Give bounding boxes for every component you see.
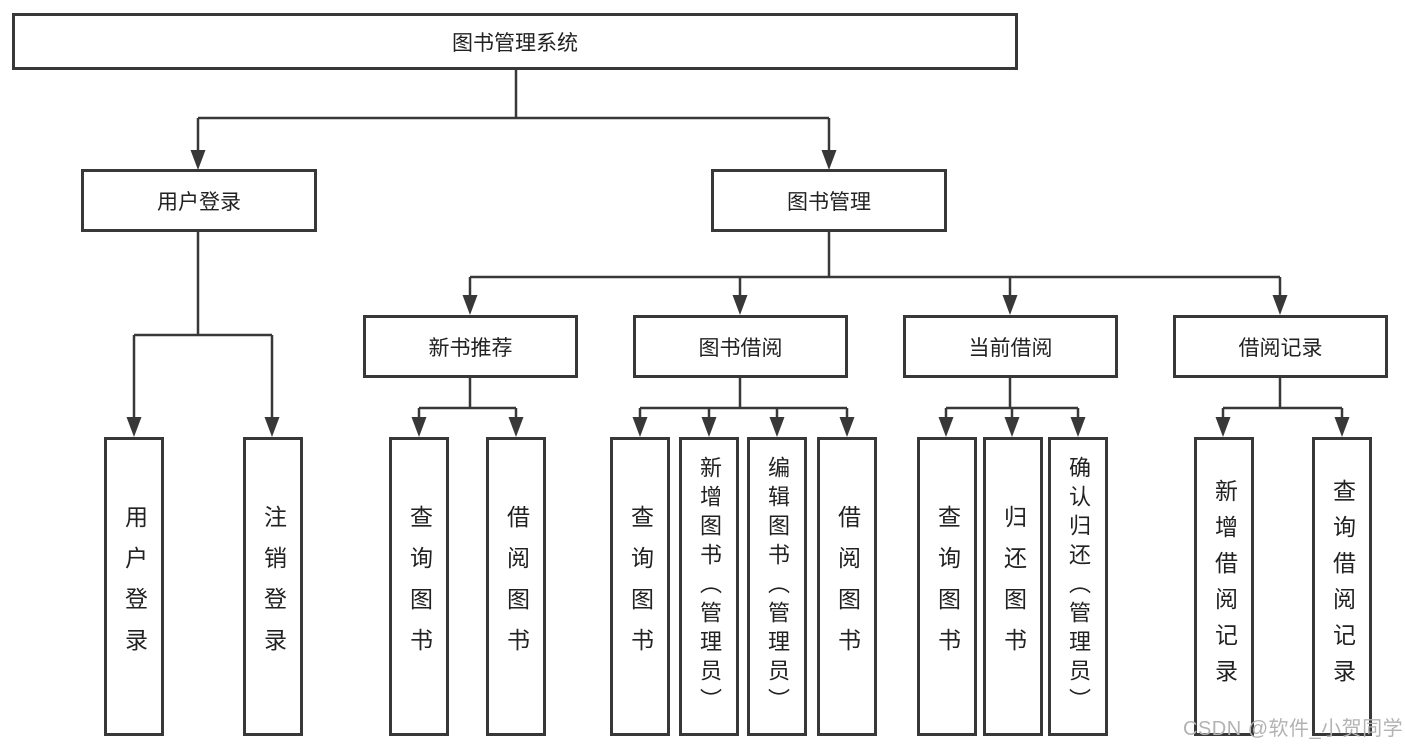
leaf-add-book-admin: 新增图书（管理员） [679,437,739,736]
node-label: 确认归还（管理员） [1066,456,1091,717]
leaf-return-book: 归还图书 [983,437,1043,736]
node-label: 新增图书（管理员） [697,456,722,717]
leaf-user-login: 用户登录 [104,437,164,736]
csdn-watermark: CSDN @软件_小贺同学 [1183,718,1404,740]
leaf-logout: 注销登录 [243,437,303,736]
node-label: 归还图书 [1000,504,1027,669]
leaf-borrow-books-recommend: 借阅图书 [486,437,546,736]
node-user-login: 用户登录 [81,169,317,232]
node-label: 图书管理 [787,190,871,214]
leaf-query-books-current: 查询图书 [917,437,977,736]
node-label: 借阅记录 [1238,336,1323,360]
node-library-management-system: 图书管理系统 [12,13,1018,70]
node-book-management: 图书管理 [711,169,947,232]
node-label: 用户登录 [121,504,148,669]
node-label: 当前借阅 [968,336,1053,360]
node-label: 新书推荐 [428,336,513,360]
node-current-borrowing: 当前借阅 [903,315,1118,378]
node-borrowing-records: 借阅记录 [1173,315,1388,378]
node-label: 图书管理系统 [452,31,578,55]
node-book-borrowing: 图书借阅 [633,315,848,378]
leaf-borrow-books-borrowing: 借阅图书 [817,437,877,736]
node-label: 注销登录 [260,504,287,669]
node-label: 借阅图书 [834,504,861,669]
leaf-query-books-recommend: 查询图书 [389,437,449,736]
node-label: 编辑图书（管理员） [765,456,790,717]
connector-paths [132,70,1344,419]
leaf-add-borrow-record: 新增借阅记录 [1194,437,1254,736]
leaf-edit-book-admin: 编辑图书（管理员） [747,437,807,736]
node-label: 新增借阅记录 [1211,478,1238,695]
node-label: 图书借阅 [698,336,783,360]
leaf-query-borrow-record: 查询借阅记录 [1312,437,1372,736]
node-new-book-recommendation: 新书推荐 [363,315,578,378]
node-label: 用户登录 [157,190,241,214]
node-label: 查询图书 [627,504,654,669]
arrowheads [126,150,1350,437]
node-label: 查询图书 [406,504,433,669]
node-label: 查询图书 [934,504,961,669]
node-label: 查询借阅记录 [1329,478,1356,695]
node-label: 借阅图书 [503,504,530,669]
leaf-query-books-borrowing: 查询图书 [610,437,670,736]
leaf-confirm-return-admin: 确认归还（管理员） [1048,437,1108,736]
